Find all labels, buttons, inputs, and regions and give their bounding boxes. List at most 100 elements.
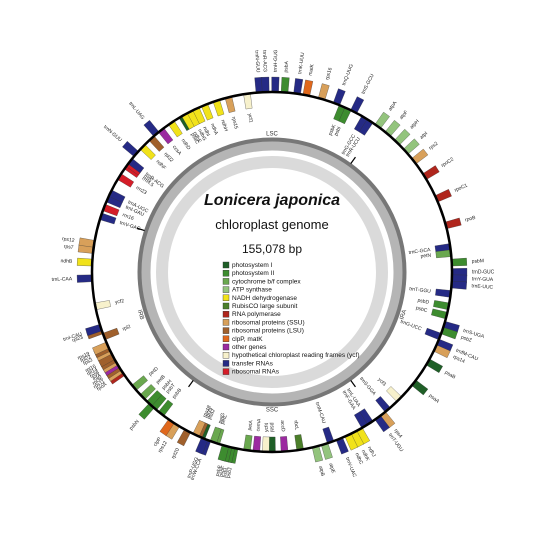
legend-swatch	[222, 360, 230, 367]
legend-label: hypothetical chloroplast reading frames …	[232, 352, 360, 359]
gene-block	[445, 217, 462, 229]
gene-block	[318, 83, 330, 100]
gene-block	[280, 436, 289, 451]
legend-label: photosystem II	[232, 270, 274, 277]
gene-label: ycf4	[264, 422, 270, 432]
region-boundary-tick	[188, 380, 194, 388]
region-label: LSC	[266, 132, 278, 138]
gene-label: psbI	[333, 126, 342, 137]
gene-label: rps4	[393, 428, 404, 440]
gene-block	[322, 426, 334, 443]
gene-block	[431, 308, 447, 319]
gene-block	[76, 274, 92, 283]
legend-swatch	[222, 343, 230, 351]
gene-label: rps12	[62, 236, 76, 244]
gene-label: trnG-UCC	[399, 319, 422, 333]
gene-label: ndhF	[155, 159, 167, 171]
gene-block	[271, 76, 280, 92]
gene-block	[100, 213, 117, 225]
gene-label: rpl23	[72, 335, 85, 344]
gene-label: petN	[420, 253, 432, 260]
gene-label: rps3	[82, 357, 94, 367]
gene-label: atpH	[409, 118, 421, 130]
gene-block	[302, 79, 314, 96]
gene-block	[252, 435, 261, 451]
gene-label: rpoC1	[454, 183, 469, 194]
legend-swatch	[222, 335, 230, 342]
legend-swatch	[222, 327, 230, 334]
gene-block	[435, 189, 452, 202]
gene-label: petB	[155, 374, 167, 386]
gene-label: rpl14	[86, 367, 99, 378]
gene-block	[424, 327, 441, 340]
gene-label: petD	[148, 366, 160, 378]
legend-label: cytochrome b/f complex	[232, 278, 301, 285]
gene-label: trnS-GGA	[358, 376, 377, 397]
gene-label: rrn16	[121, 212, 134, 222]
gene-label: trnE-UUC	[471, 283, 493, 291]
gene-label: ndhD	[180, 138, 192, 152]
gene-label: rps15	[230, 116, 239, 130]
gene-label: psbK	[328, 123, 338, 136]
gene-label: trnM-CAU	[314, 401, 327, 424]
gene-label: ccsA	[171, 144, 183, 157]
legend-swatch	[222, 286, 230, 293]
legend-label: transfer RNAs	[232, 360, 274, 367]
gene-block	[261, 76, 270, 92]
gene-label: trnL-CAA	[51, 276, 72, 283]
legend-swatch	[222, 294, 230, 301]
legend-label: NADH dehydrogenase	[232, 295, 297, 302]
region-boundary-tick	[136, 227, 145, 232]
gene-label: ndhC	[354, 452, 365, 466]
gene-block	[333, 88, 346, 105]
gene-block	[435, 288, 451, 298]
legend-label: ATP synthase	[232, 287, 272, 294]
gene-label: ycf1	[246, 113, 253, 123]
gene-label: psaC	[189, 132, 200, 145]
gene-label: trnD-GUC	[472, 269, 495, 275]
gene-block	[213, 100, 225, 117]
gene-label: rpoC2	[440, 156, 455, 168]
legend-label: RubisCO large subunit	[232, 303, 298, 310]
gene-label: ndhE	[192, 131, 203, 145]
gene-label: matK	[308, 63, 316, 76]
gene-label: psbD	[417, 298, 430, 306]
gene-label: trnR-ACG	[261, 50, 268, 72]
gene-label: trnY-GUA	[472, 276, 494, 283]
gene-block	[293, 78, 304, 94]
gene-label: psbC	[415, 305, 428, 314]
gene-label: rpl16	[84, 363, 97, 374]
gene-label: rps16	[325, 67, 334, 81]
region-boundary-tick	[350, 380, 356, 388]
region-label: IRB	[136, 309, 145, 320]
gene-label: rbcL	[292, 420, 299, 431]
legend-label: clpP, matK	[232, 336, 263, 343]
genome-size: 155,078 bp	[242, 242, 302, 256]
gene-label: trnL-UAG	[127, 101, 145, 121]
gene-label: ndhJ	[366, 446, 377, 459]
gene-label: ndhK	[360, 449, 371, 463]
gene-label: psaJ	[207, 408, 217, 421]
genome-title: Lonicera japonica	[204, 192, 340, 209]
gene-label: trnV-GAC	[119, 220, 142, 232]
gene-label: psbT	[165, 383, 177, 395]
gene-block	[452, 257, 468, 267]
gene-label: trnV-UAC	[344, 456, 358, 478]
gene-label: psaA	[428, 393, 441, 405]
gene-label: rps19	[77, 351, 91, 362]
gene-label: rpoA	[96, 381, 109, 392]
gene-label: rps8	[89, 370, 101, 380]
gene-label: trnI-CAU	[62, 331, 83, 343]
gene-block	[225, 97, 236, 113]
gene-block	[280, 77, 290, 92]
gene-block	[243, 434, 253, 450]
legend-swatch	[222, 319, 230, 326]
gene-label: ndhH	[219, 119, 229, 133]
region-label: SSC	[266, 408, 279, 414]
gene-label: rpl20	[171, 447, 182, 460]
gc-content-ring	[137, 137, 407, 407]
gene-label: rpoB	[464, 215, 476, 224]
gene-block	[95, 300, 111, 310]
